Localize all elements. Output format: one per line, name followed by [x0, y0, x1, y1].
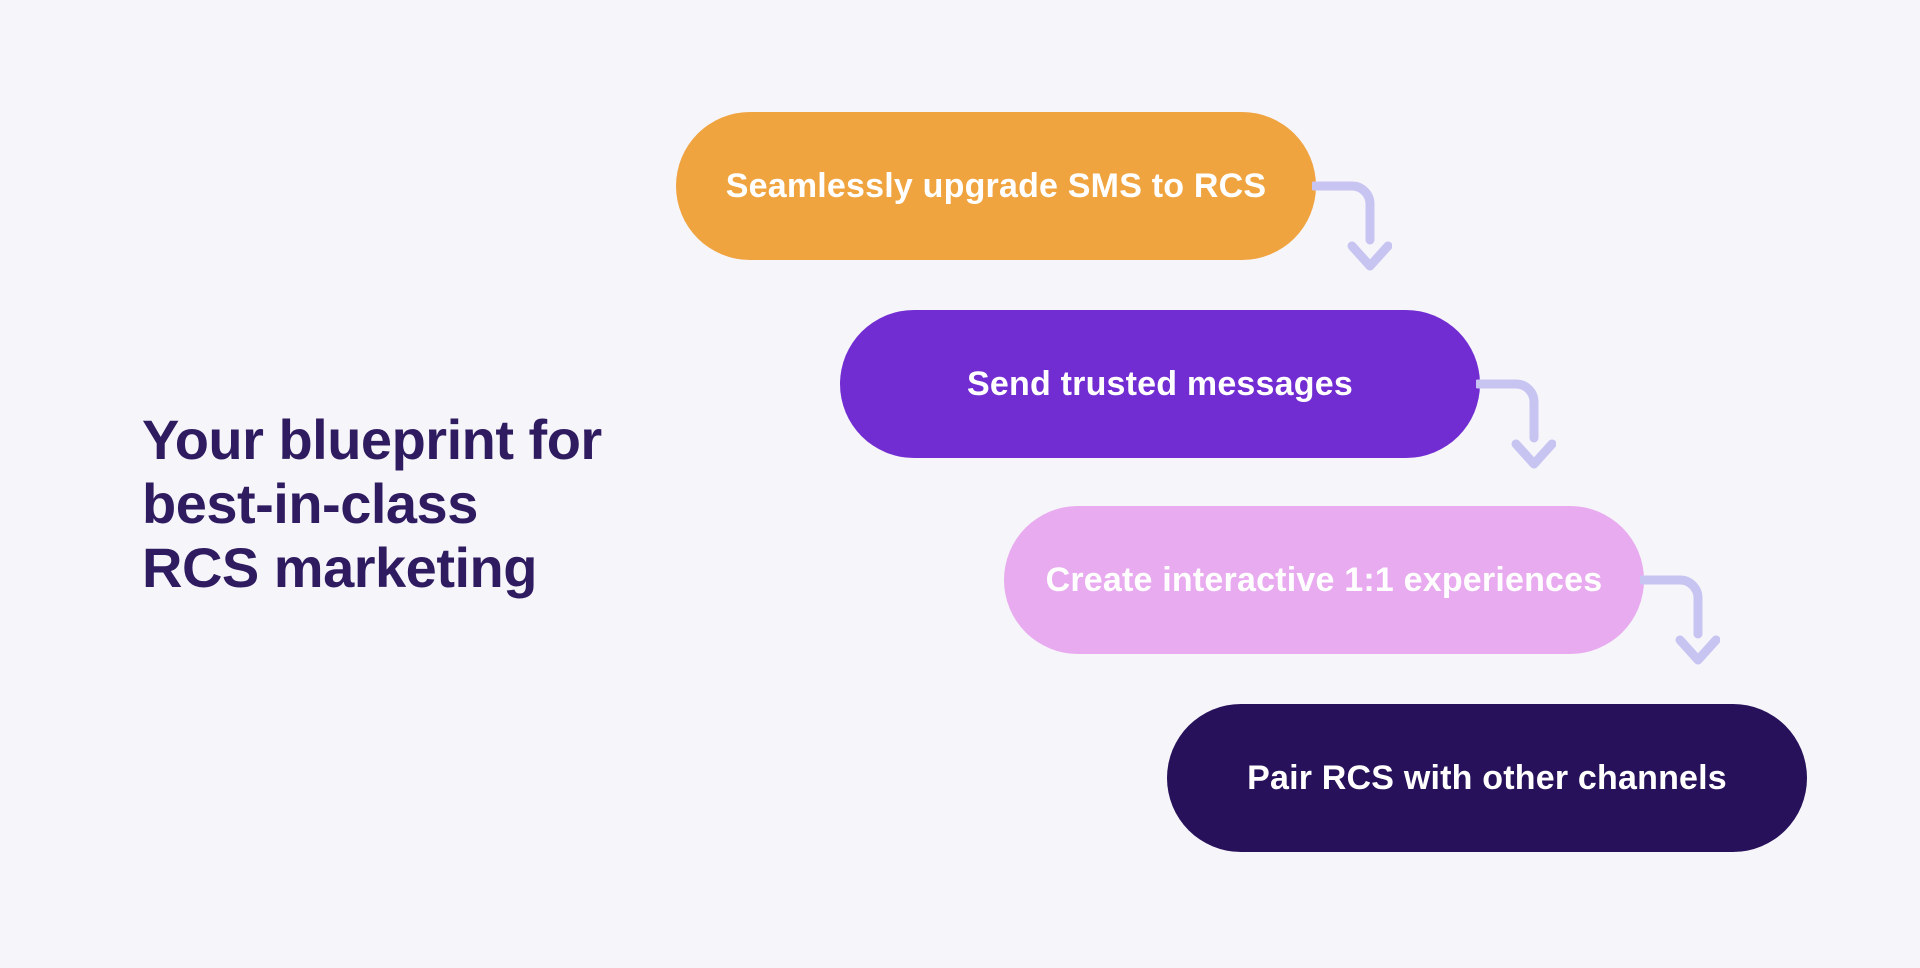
step-pill-send-trusted-messages: Send trusted messages [840, 310, 1480, 458]
curved-down-arrow-icon [1476, 379, 1556, 469]
headline-line-3: RCS marketing [142, 536, 537, 599]
step-label: Create interactive 1:1 experiences [1045, 560, 1603, 599]
headline-line-1: Your blueprint for [142, 408, 602, 471]
headline-line-2: best-in-class [142, 472, 478, 535]
step-pill-interactive-experiences: Create interactive 1:1 experiences [1004, 506, 1644, 654]
headline: Your blueprint for best-in-class RCS mar… [142, 408, 602, 600]
curved-down-arrow-icon [1640, 575, 1720, 665]
step-pill-pair-with-other-channels: Pair RCS with other channels [1167, 704, 1807, 852]
curved-down-arrow-icon [1312, 181, 1392, 271]
step-label: Seamlessly upgrade SMS to RCS [725, 166, 1267, 205]
step-label: Send trusted messages [967, 364, 1353, 403]
step-label: Pair RCS with other channels [1247, 758, 1727, 797]
step-pill-upgrade-sms-to-rcs: Seamlessly upgrade SMS to RCS [676, 112, 1316, 260]
